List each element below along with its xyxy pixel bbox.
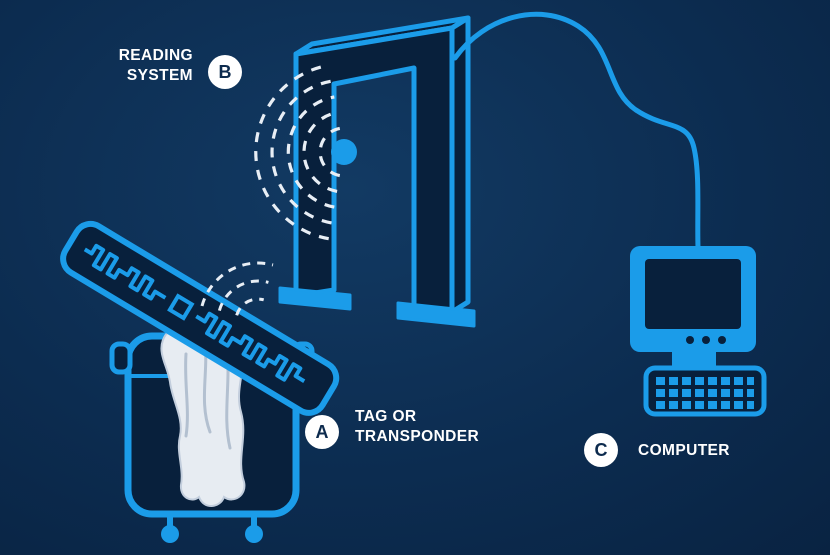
monitor-button [702,336,710,344]
monitor-stand [672,352,716,368]
cart-left-handle [109,341,133,375]
tag-antenna-meander-left [83,243,167,301]
rfid-tag-icon [60,220,340,416]
cable-line [452,11,701,251]
monitor-button [718,336,726,344]
badge-a: A [305,415,339,449]
radio-waves-large-icon [254,63,341,241]
cart-wheel [161,525,179,543]
gate-front-frame [293,25,455,315]
radio-waves-small-icon [200,261,274,316]
linen-cloth-icon [160,321,246,507]
badge-b: B [208,55,242,89]
cart-wheel [245,525,263,543]
label-tag-or-transponder: TAG OR TRANSPONDER [355,408,480,446]
reader-antenna-dot [331,139,357,165]
monitor-screen [645,259,741,329]
reading-gate-icon [278,15,476,328]
gate-right-foot [396,301,476,328]
keyboard-keys [656,377,754,409]
computer-icon [630,246,767,417]
cart-wheel-struts [167,512,257,526]
monitor-button [686,336,694,344]
label-reading-system: READING SYSTEM [118,47,193,85]
tag-chip [167,293,195,321]
label-computer: COMPUTER [638,442,730,459]
gate-left-foot [278,286,352,311]
tag-antenna-meander-right [195,311,306,383]
badge-c: C [584,433,618,467]
